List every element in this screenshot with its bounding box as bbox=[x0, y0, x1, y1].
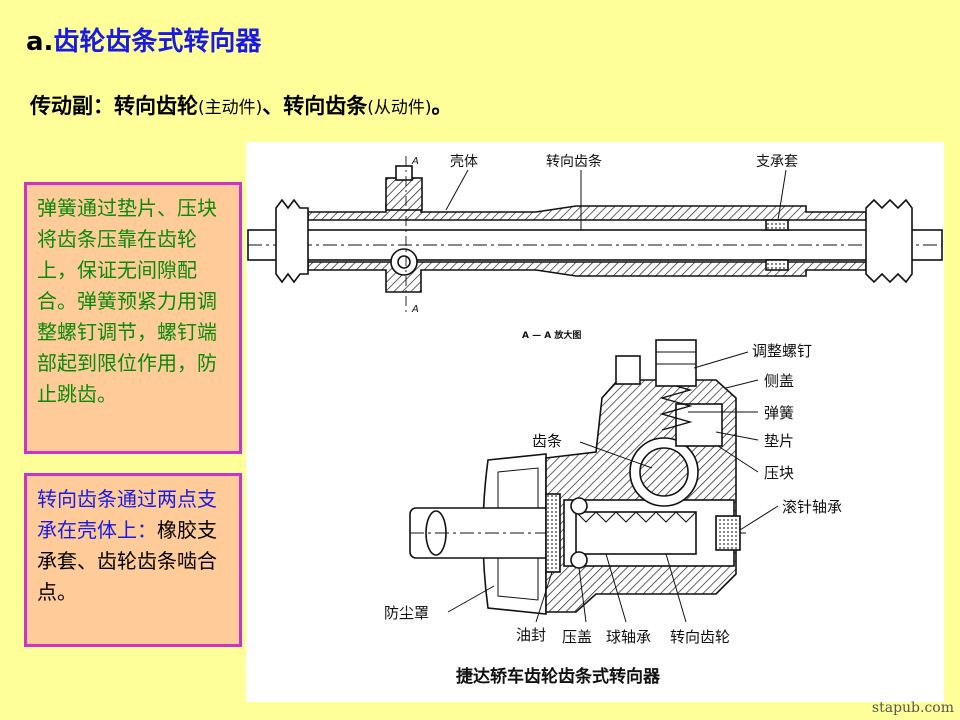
page-title: a.齿轮齿条式转向器 bbox=[26, 26, 296, 58]
subtitle-part-4: (从动件) bbox=[367, 98, 432, 118]
label-needle-bearing: 滚针轴承 bbox=[782, 498, 842, 516]
label-oil-seal: 油封 bbox=[516, 626, 546, 644]
label-washer: 垫片 bbox=[764, 432, 794, 450]
subtitle-part-2: (主动件) bbox=[198, 98, 263, 118]
title-prefix: a. bbox=[26, 27, 54, 57]
note-2-text-blue: 转向齿条通过两点支承在壳体上： bbox=[37, 487, 217, 542]
label-pinion: 转向齿轮 bbox=[670, 628, 730, 646]
label-ball-bearing: 球轴承 bbox=[606, 628, 651, 646]
a-mark-bottom: A bbox=[411, 304, 419, 315]
pinion-tower bbox=[385, 177, 423, 211]
pinion-gear bbox=[575, 511, 697, 555]
right-boot bbox=[865, 198, 913, 284]
oil-seal bbox=[545, 493, 561, 573]
figure-caption: 捷达轿车齿轮齿条式转向器 bbox=[456, 666, 661, 687]
a-mark-top: A bbox=[411, 156, 419, 167]
label-press-block: 压块 bbox=[764, 464, 794, 482]
note-rack-support: 转向齿条通过两点支承在壳体上：橡胶支承套、齿轮齿条啮合点。 bbox=[24, 473, 242, 647]
label-adjust-screw: 调整螺钉 bbox=[752, 342, 812, 360]
note-1-text: 弹簧通过垫片、压块将齿条压靠在齿轮上，保证无间隙配合。弹簧预紧力用调整螺钉调节，… bbox=[37, 196, 217, 406]
adjust-screw-top bbox=[395, 165, 413, 181]
section-view bbox=[409, 339, 746, 615]
subtitle-part-1: 传动副：转向齿轮 bbox=[30, 94, 198, 118]
label-bushing: 支承套 bbox=[756, 154, 798, 170]
label-rack-section: 齿条 bbox=[532, 432, 562, 450]
needle-bearing bbox=[715, 515, 741, 551]
subtitle-part-5: 。 bbox=[431, 94, 453, 118]
title-main: 齿轮齿条式转向器 bbox=[53, 27, 262, 57]
label-rack: 转向齿条 bbox=[546, 153, 602, 170]
left-boot bbox=[275, 198, 309, 284]
steering-gear-figure: A A 壳体 转向齿条 支承套 bbox=[246, 142, 944, 702]
note-spring-adjust: 弹簧通过垫片、压块将齿条压靠在齿轮上，保证无间隙配合。弹簧预紧力用调整螺钉调节，… bbox=[24, 182, 242, 454]
press-block bbox=[675, 403, 723, 447]
label-dust-cover: 防尘罩 bbox=[384, 604, 429, 622]
subtitle: 传动副：转向齿轮(主动件)、转向齿条(从动件)。 bbox=[30, 90, 453, 120]
section-title: A — A 放大图 bbox=[522, 329, 581, 341]
adjust-screw bbox=[655, 339, 697, 387]
steering-gear-drawing: A A 壳体 转向齿条 支承套 bbox=[247, 153, 943, 687]
label-housing: 壳体 bbox=[450, 153, 478, 170]
ball-bearing-top bbox=[570, 497, 588, 515]
bushing-lower bbox=[765, 259, 789, 271]
watermark: stapub.com bbox=[871, 700, 954, 716]
note-2-text-black: 橡胶支承套、齿轮齿条啮合点。 bbox=[37, 518, 217, 604]
label-spring: 弹簧 bbox=[764, 404, 794, 422]
spring-coil bbox=[659, 381, 693, 431]
subtitle-part-3: 、转向齿条 bbox=[262, 94, 368, 118]
label-press-cover: 压盖 bbox=[562, 628, 592, 646]
bushing-upper bbox=[765, 219, 789, 231]
bolt bbox=[615, 355, 641, 385]
ball-bearing-bottom bbox=[570, 551, 588, 569]
longitudinal-view bbox=[247, 156, 943, 314]
label-side-cover: 侧盖 bbox=[764, 372, 794, 390]
